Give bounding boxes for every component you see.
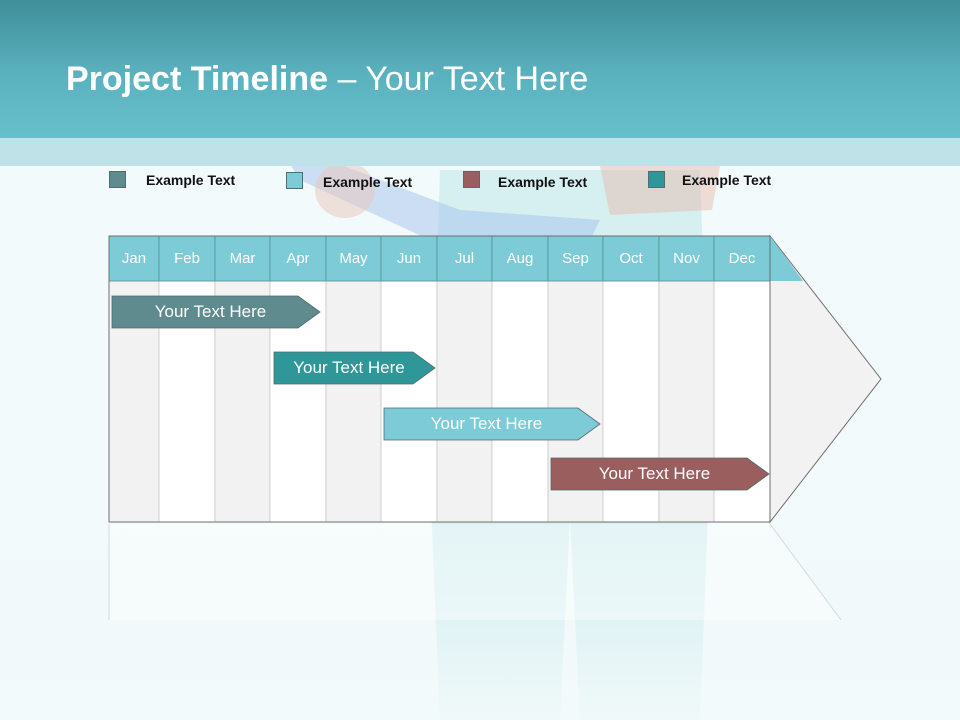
month-label-jul: Jul bbox=[454, 250, 475, 267]
task-label-2: Your Text Here bbox=[293, 358, 405, 377]
month-header-cell-may bbox=[325, 235, 382, 282]
month-header-cell-jan bbox=[108, 235, 160, 282]
header-band bbox=[0, 138, 960, 166]
task-label-1: Your Text Here bbox=[154, 302, 267, 321]
legend-swatch-1 bbox=[109, 171, 126, 188]
month-header-cell-jul bbox=[436, 235, 493, 282]
title-rest: – Your Text Here bbox=[328, 60, 589, 98]
month-column-jun bbox=[380, 280, 438, 523]
title-bold: Project Timeline bbox=[66, 60, 329, 98]
page-title: Project Timeline – Your Text Here bbox=[66, 60, 588, 99]
month-column-may bbox=[325, 280, 382, 523]
month-label-feb: Feb bbox=[174, 250, 200, 267]
month-label-mar: Mar bbox=[229, 250, 256, 267]
month-header-cell-mar bbox=[214, 235, 271, 282]
month-header-cell-oct bbox=[602, 235, 660, 282]
task-bar-2 bbox=[273, 351, 436, 385]
legend-swatch-2 bbox=[286, 172, 303, 189]
month-label-may: May bbox=[339, 250, 368, 267]
month-header-cell-feb bbox=[158, 235, 216, 282]
timeline-frame bbox=[108, 235, 771, 523]
month-label-sep: Sep bbox=[562, 250, 589, 267]
month-header-cell-apr bbox=[269, 235, 327, 282]
month-label-aug: Aug bbox=[506, 250, 534, 267]
month-header-cell-nov bbox=[658, 235, 715, 282]
timeline-reflection bbox=[109, 524, 841, 620]
month-label-dec: Dec bbox=[728, 250, 756, 267]
legend-swatch-3 bbox=[463, 171, 480, 188]
month-label-jun: Jun bbox=[396, 250, 422, 267]
month-label-jan: Jan bbox=[121, 250, 147, 267]
legend-label-4: Example Text bbox=[682, 172, 772, 188]
reflection-edge bbox=[769, 523, 842, 621]
legend-label-2: Example Text bbox=[323, 174, 413, 190]
month-header-cell-jun bbox=[380, 235, 438, 282]
arrowhead-header-fill bbox=[770, 236, 803, 281]
month-header-cell-dec bbox=[713, 235, 771, 282]
task-bar-4 bbox=[550, 457, 770, 491]
month-column-aug bbox=[491, 280, 549, 523]
task-label-4: Your Text Here bbox=[598, 464, 711, 483]
month-column-jul bbox=[436, 280, 493, 523]
header-bar bbox=[0, 0, 960, 138]
legend-swatch-4 bbox=[648, 171, 665, 188]
legend-label-1: Example Text bbox=[146, 172, 236, 188]
legend-label-3: Example Text bbox=[498, 174, 588, 190]
month-label-oct: Oct bbox=[619, 250, 643, 267]
task-label-3: Your Text Here bbox=[430, 414, 543, 433]
task-bar-3 bbox=[383, 407, 601, 441]
task-bar-1 bbox=[111, 295, 321, 329]
month-label-apr: Apr bbox=[286, 250, 310, 267]
month-label-nov: Nov bbox=[673, 250, 700, 267]
